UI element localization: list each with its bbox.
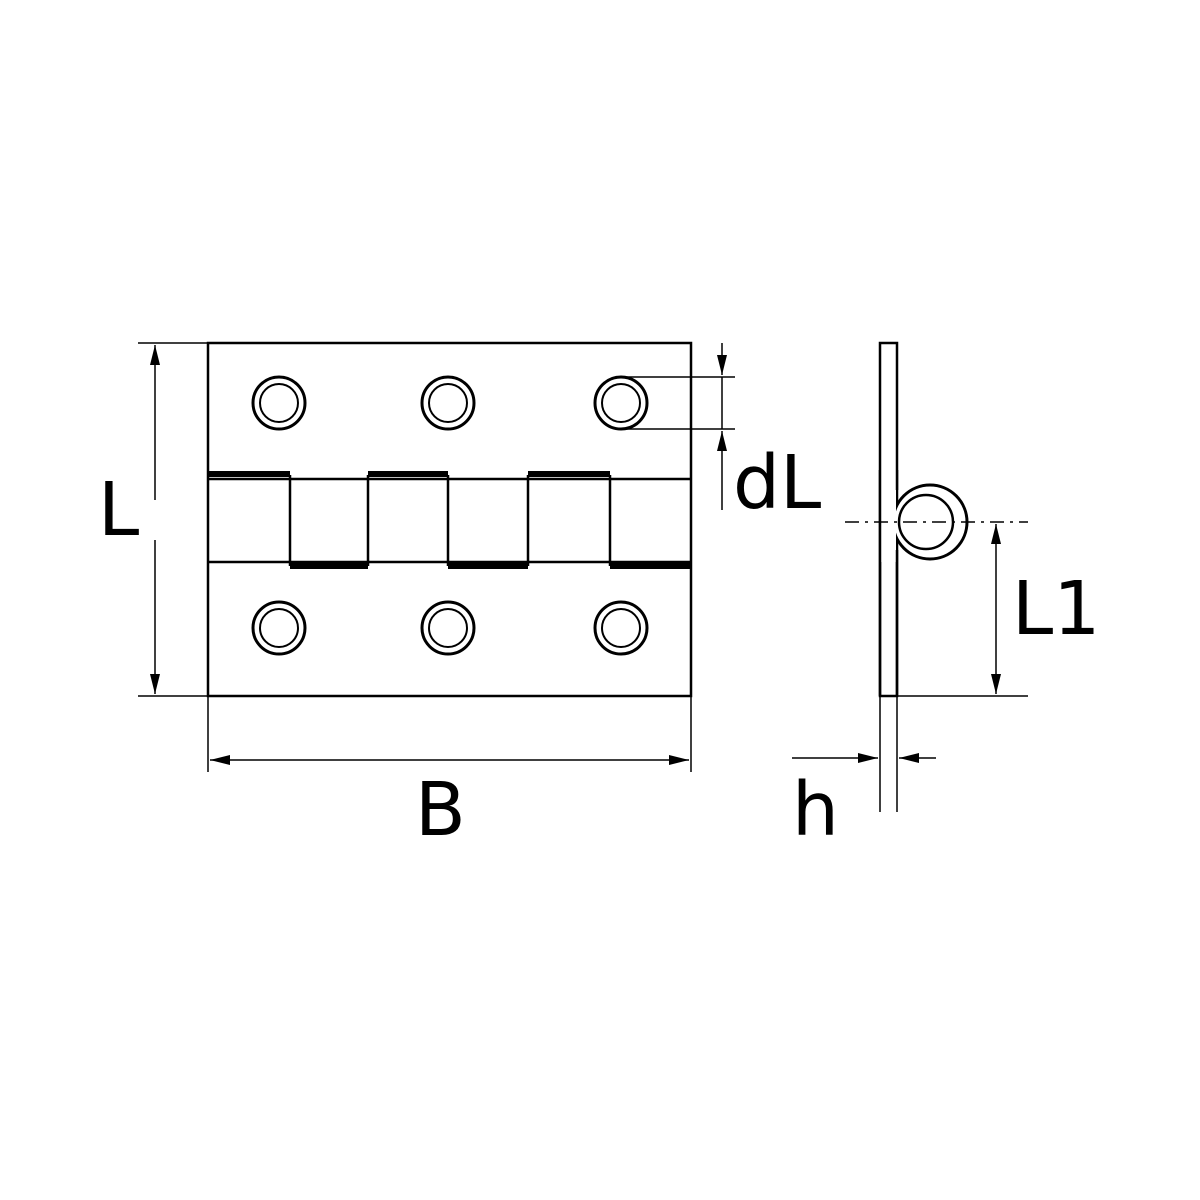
screw-holes	[251, 375, 649, 656]
pin-offset-label: L1	[1012, 566, 1100, 652]
width-label: B	[415, 767, 466, 853]
hinge-plate-outline	[206, 341, 693, 698]
leaf-joint	[881, 470, 896, 562]
screw-hole	[420, 600, 476, 656]
side-view	[878, 341, 969, 812]
screw-hole	[593, 600, 649, 656]
dimension-hole-diameter	[621, 343, 735, 510]
dimension-width	[207, 696, 692, 772]
knuckle-segments	[208, 471, 691, 569]
screw-hole	[593, 375, 649, 431]
screw-hole	[251, 600, 307, 656]
screw-hole	[420, 375, 476, 431]
thickness-label: h	[792, 767, 839, 853]
length-label: L	[98, 467, 139, 553]
screw-hole	[251, 375, 307, 431]
hole-diameter-label: dL	[733, 440, 821, 526]
front-view	[206, 341, 693, 698]
dimension-pin-offset	[897, 524, 1028, 697]
dimension-length	[138, 342, 208, 697]
